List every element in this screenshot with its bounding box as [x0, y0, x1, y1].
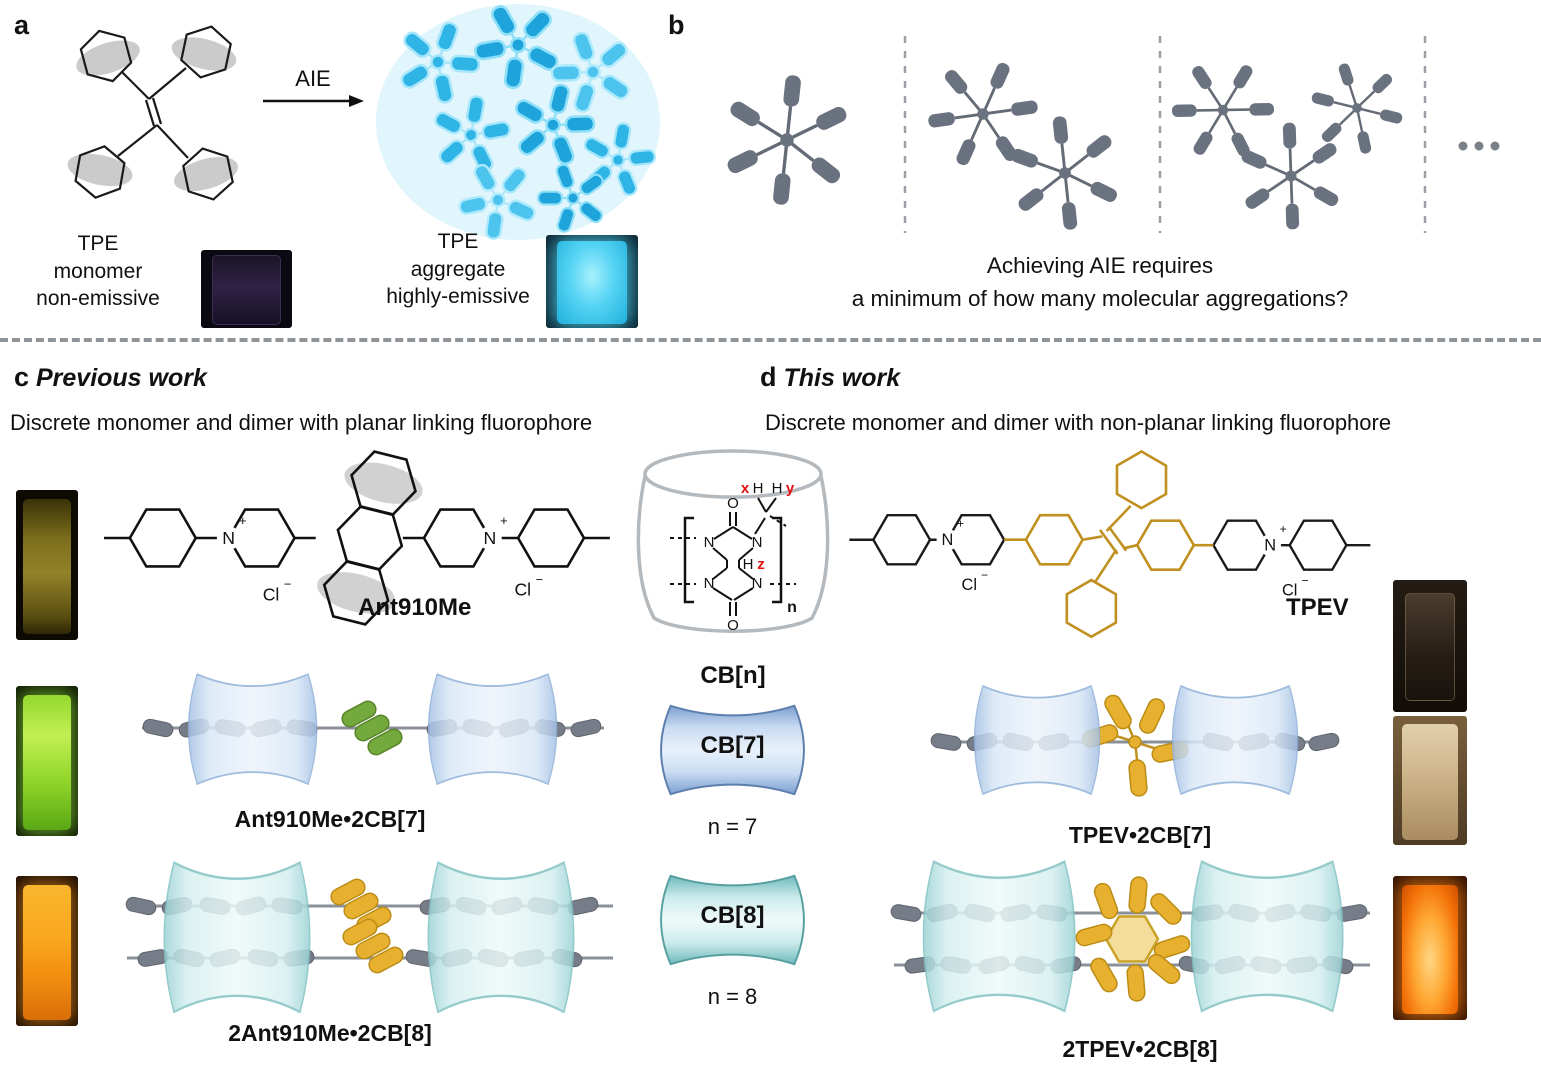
stacked-anthracene-cores — [327, 875, 407, 977]
ant910me-structure: N + N + Cl − Cl − — [103, 446, 610, 630]
ant910me-label: Ant910Me — [358, 594, 472, 621]
cuvette-liquid — [557, 240, 627, 325]
tpev-structure: N + N + Cl − Cl − — [849, 450, 1371, 639]
aie-arrow-label: AIE — [295, 66, 331, 91]
panel-d-subtitle: Discrete monomer and dimer with non-plan… — [765, 410, 1392, 435]
cuvette-liquid — [23, 885, 71, 1020]
tpe-core-lobes — [1079, 691, 1191, 798]
cbn-barrel-outline — [636, 449, 830, 633]
atom-label: N — [222, 528, 235, 548]
tpe-monomer-photo — [201, 250, 292, 328]
cuvette-liquid — [23, 499, 71, 634]
label-2ant910me-2cb8: 2Ant910Me•2CB[8] — [228, 1020, 432, 1046]
panel-d-label: d — [760, 362, 777, 392]
panel-c-title: Previous work — [35, 364, 207, 392]
tpev-gold-tpe-core — [1004, 450, 1214, 639]
atom-label: Cl — [962, 576, 977, 594]
label-tpev-2cb7: TPEV•2CB[7] — [1068, 822, 1212, 848]
atom-label: − — [535, 572, 543, 587]
section-separators — [903, 36, 1427, 233]
panel-c-header: c Previous work — [14, 362, 207, 393]
tpe-aggregate-caption: TPE aggregate highly-emissive — [386, 230, 530, 309]
panel-c-label: c — [14, 362, 30, 392]
tpe-aggregate-photo — [546, 235, 638, 328]
cb8-label: CB[8] — [700, 902, 765, 929]
tpe-monomer-caption: TPE monomer non-emissive — [36, 232, 160, 311]
photo-2tpev-2cb8 — [1393, 876, 1467, 1020]
label-ant910me-2cb7: Ant910Me•2CB[7] — [234, 806, 426, 832]
atom-label: + — [500, 513, 508, 528]
vial-liquid — [1401, 884, 1459, 1015]
photo-ant910me-2cb7 — [16, 686, 78, 836]
ellipsis-dots-icon — [1458, 141, 1500, 151]
atom-label: N — [483, 528, 496, 548]
aie-arrow: AIE — [258, 66, 368, 115]
proton-z-label: z — [757, 556, 765, 573]
cuvette-liquid — [211, 254, 282, 325]
cbn-structure: O O N N N N H z x H H y n — [636, 449, 830, 634]
phenyl-shadows — [67, 37, 238, 192]
atom-label: Cl — [1282, 581, 1297, 599]
vial-liquid — [1401, 723, 1459, 840]
cb8-hosts — [163, 861, 575, 1014]
atom-label: Cl — [514, 580, 531, 600]
photo-2ant910me-2cb8 — [16, 876, 78, 1026]
complex-ant910me-2cb7 — [141, 673, 604, 785]
atom-label: N — [942, 531, 954, 549]
panel-c-subtitle: Discrete monomer and dimer with planar l… — [10, 410, 593, 435]
tpe-bonds — [72, 20, 237, 206]
atom-label: − — [1301, 573, 1308, 587]
section-divider — [0, 338, 1541, 342]
tpe-aggregate-illustration — [376, 0, 663, 250]
proton-x-label: x — [741, 480, 750, 497]
panel-d-title: This work — [783, 364, 901, 392]
atom-label: H — [743, 556, 754, 573]
panel-a-label: a — [14, 10, 30, 40]
atom-label: O — [727, 617, 739, 634]
atom-label: H — [753, 480, 764, 497]
atom-label: N — [1264, 537, 1276, 555]
atom-label: Cl — [263, 584, 280, 604]
complex-2ant910me-2cb8 — [124, 861, 613, 1014]
label-2tpev-2cb8: 2TPEV•2CB[8] — [1062, 1036, 1218, 1062]
proton-y-label: y — [786, 480, 795, 497]
panel-b-label: b — [668, 10, 685, 40]
tpe-structure — [67, 20, 238, 206]
atom-label: H — [772, 480, 783, 497]
vial-liquid — [1404, 593, 1456, 702]
aggregation-molecules-illustration — [723, 36, 1500, 242]
atom-label: + — [957, 517, 964, 531]
repeat-n-label: n — [787, 599, 797, 616]
cuvette-liquid — [23, 695, 71, 830]
glycoluril-unit — [670, 497, 796, 616]
photo-ant910me — [16, 490, 78, 640]
atom-label: + — [1280, 522, 1287, 536]
atom-label: + — [239, 513, 247, 528]
atom-label: O — [727, 495, 739, 512]
photo-tpev — [1393, 580, 1467, 712]
atom-label: N — [704, 575, 715, 592]
ant910me-skeleton — [103, 446, 610, 630]
panel-d-header: d This work — [760, 362, 900, 393]
aggregation-question: Achieving AIE requires a minimum of how … — [851, 253, 1349, 311]
atom-label: − — [981, 568, 988, 582]
stacked-tpe-cores — [1073, 875, 1193, 1003]
atom-label: N — [704, 534, 715, 551]
complex-tpev-2cb7 — [930, 685, 1340, 798]
atom-label: − — [284, 577, 292, 592]
tpev-label: TPEV — [1286, 594, 1349, 621]
right-arrow-icon — [263, 95, 364, 107]
atom-label: N — [752, 575, 763, 592]
cb7-label: CB[7] — [700, 732, 765, 759]
atom-label: N — [752, 534, 763, 551]
complex-2tpev-2cb8 — [890, 860, 1370, 1013]
cb7-n-label: n = 7 — [707, 814, 758, 839]
anthracene-shadows — [317, 462, 423, 614]
cbn-label: CB[n] — [700, 662, 766, 689]
photo-tpev-2cb7 — [1393, 716, 1467, 845]
cb8-n-label: n = 8 — [707, 984, 758, 1009]
